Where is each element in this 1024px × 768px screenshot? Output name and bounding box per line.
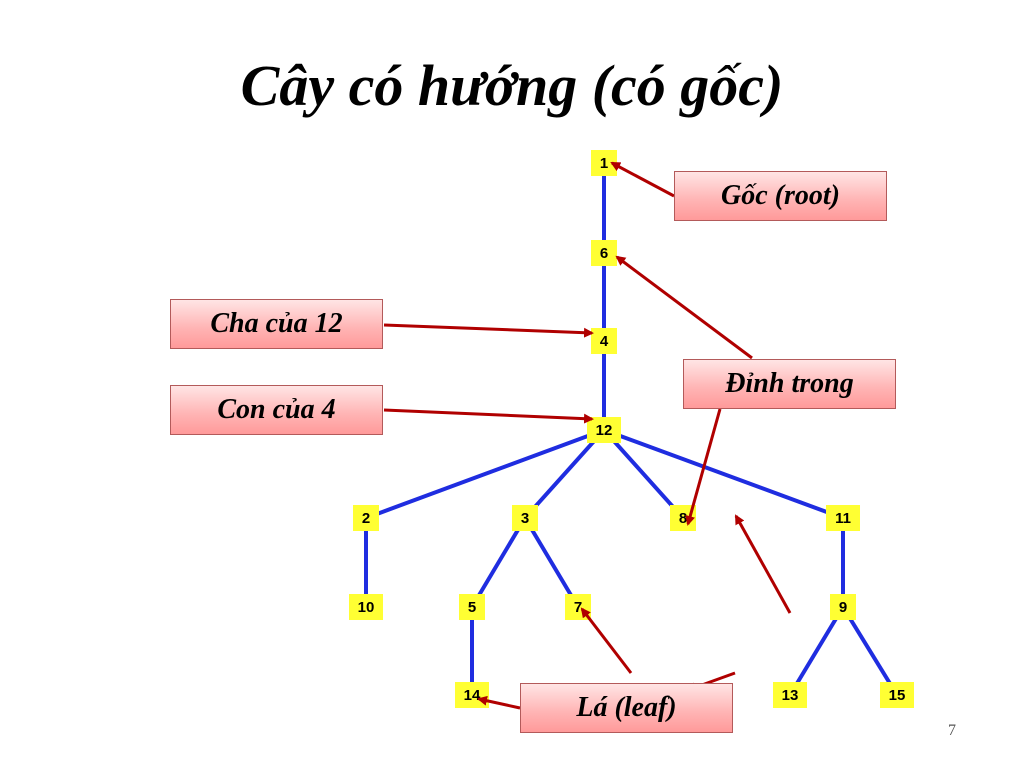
node-label: 6: [600, 245, 608, 262]
node-label: 8: [679, 510, 687, 527]
node-box: [830, 594, 856, 620]
tree-node-14: 14: [455, 682, 489, 708]
parent-arrow: [383, 323, 594, 338]
node-label: 2: [362, 510, 370, 527]
node-box: [591, 240, 617, 266]
node-label: 15: [889, 687, 906, 704]
node-label: 7: [574, 599, 582, 616]
internal-arrow-to-6: [615, 255, 753, 360]
leaf-arrow-to-14: [477, 695, 521, 710]
node-box: [349, 594, 383, 620]
tree-edge-12-2: [365, 428, 605, 520]
node-label: 10: [358, 599, 375, 616]
tree-edge-12-3: [523, 428, 606, 520]
slide-title: Cây có hướng (có gốc): [240, 53, 784, 118]
parent-callout: Cha của 12: [170, 299, 383, 349]
root-callout: Gốc (root): [674, 171, 887, 221]
node-label: 9: [839, 599, 847, 616]
tree-node-10: 10: [349, 594, 383, 620]
tree-node-11: 11: [826, 505, 860, 531]
node-label: 14: [464, 687, 481, 704]
child-arrow: [383, 408, 594, 424]
tree-edge-12-8: [602, 428, 685, 520]
tree-node-2: 2: [353, 505, 379, 531]
leaf-callout: Lá (leaf): [520, 683, 733, 733]
child-callout: Con của 4: [170, 385, 383, 435]
node-box: [880, 682, 914, 708]
tree-edge-3-5: [470, 516, 527, 609]
tree-node-5: 5: [459, 594, 485, 620]
leaf-arrow-to-7: [580, 607, 633, 674]
node-label: 5: [468, 599, 476, 616]
node-box: [826, 505, 860, 531]
node-box: [459, 594, 485, 620]
node-label: 12: [596, 422, 613, 439]
tree-node-6: 6: [591, 240, 617, 266]
node-label: 11: [835, 510, 851, 527]
leaf-arrow-to-8: [734, 514, 792, 614]
node-label: 1: [600, 155, 608, 172]
tree-node-15: 15: [880, 682, 914, 708]
tree-node-9: 9: [830, 594, 856, 620]
root-arrow: [610, 161, 675, 198]
node-label: 3: [521, 510, 529, 527]
page-number: 7: [948, 722, 956, 739]
tree-edge-12-11: [603, 428, 844, 520]
node-box: [773, 682, 807, 708]
tree-edge-9-13: [788, 605, 845, 697]
tree-node-4: 4: [591, 328, 617, 354]
node-label: 13: [782, 687, 799, 704]
tree-edge-3-7: [523, 516, 580, 609]
tree-node-13: 13: [773, 682, 807, 708]
node-box: [512, 505, 538, 531]
internal-node-callout: Đỉnh trong: [683, 359, 896, 409]
tree-edge-9-15: [841, 605, 899, 697]
internal-arrow-to-8: [685, 408, 722, 526]
node-box: [353, 505, 379, 531]
node-box: [591, 328, 617, 354]
tree-node-3: 3: [512, 505, 538, 531]
node-label: 4: [600, 333, 609, 350]
tree-node-12: 12: [587, 417, 621, 443]
